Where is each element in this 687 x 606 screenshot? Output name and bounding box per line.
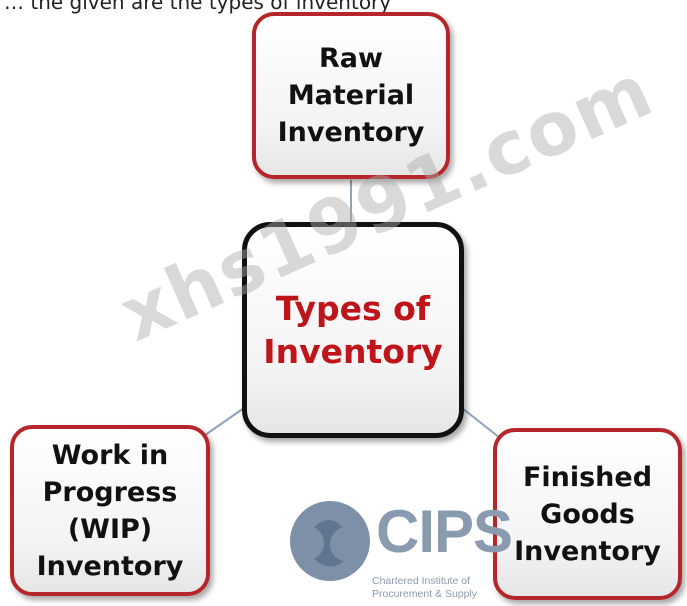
header-text: … the given are the types of inventory	[4, 0, 392, 14]
wip-line-1: Work in	[51, 439, 169, 471]
raw-material-line-1: Raw	[319, 43, 383, 74]
finished-line-2: Goods	[540, 498, 635, 530]
cips-logo-text: CIPS	[376, 498, 513, 565]
finished-goods-box: Finished Goods Inventory	[493, 428, 682, 600]
types-of-inventory-box: Types of Inventory	[242, 222, 464, 438]
cips-logo-subtitle: Chartered Institute of Procurement & Sup…	[372, 575, 522, 601]
wip-line-2: Progress	[42, 476, 178, 508]
wip-line-3: (WIP)	[67, 513, 153, 545]
cips-subtitle-line-1: Chartered Institute of	[372, 575, 471, 587]
raw-material-line-2: Material	[287, 80, 415, 111]
center-line-2: Inventory	[263, 332, 443, 371]
raw-material-line-3: Inventory	[277, 117, 425, 148]
raw-material-box: Raw Material Inventory	[252, 12, 450, 179]
cips-logo-mark-icon	[290, 501, 370, 581]
cips-subtitle-line-2: Procurement & Supply	[372, 588, 478, 600]
wip-line-4: Inventory	[36, 550, 184, 582]
cips-logo: CIPS Chartered Institute of Procurement …	[284, 493, 520, 606]
finished-line-1: Finished	[522, 461, 653, 493]
connector-right	[461, 407, 501, 439]
wip-inventory-box: Work in Progress (WIP) Inventory	[10, 425, 210, 596]
center-line-1: Types of	[275, 289, 431, 328]
finished-line-3: Inventory	[514, 535, 661, 567]
